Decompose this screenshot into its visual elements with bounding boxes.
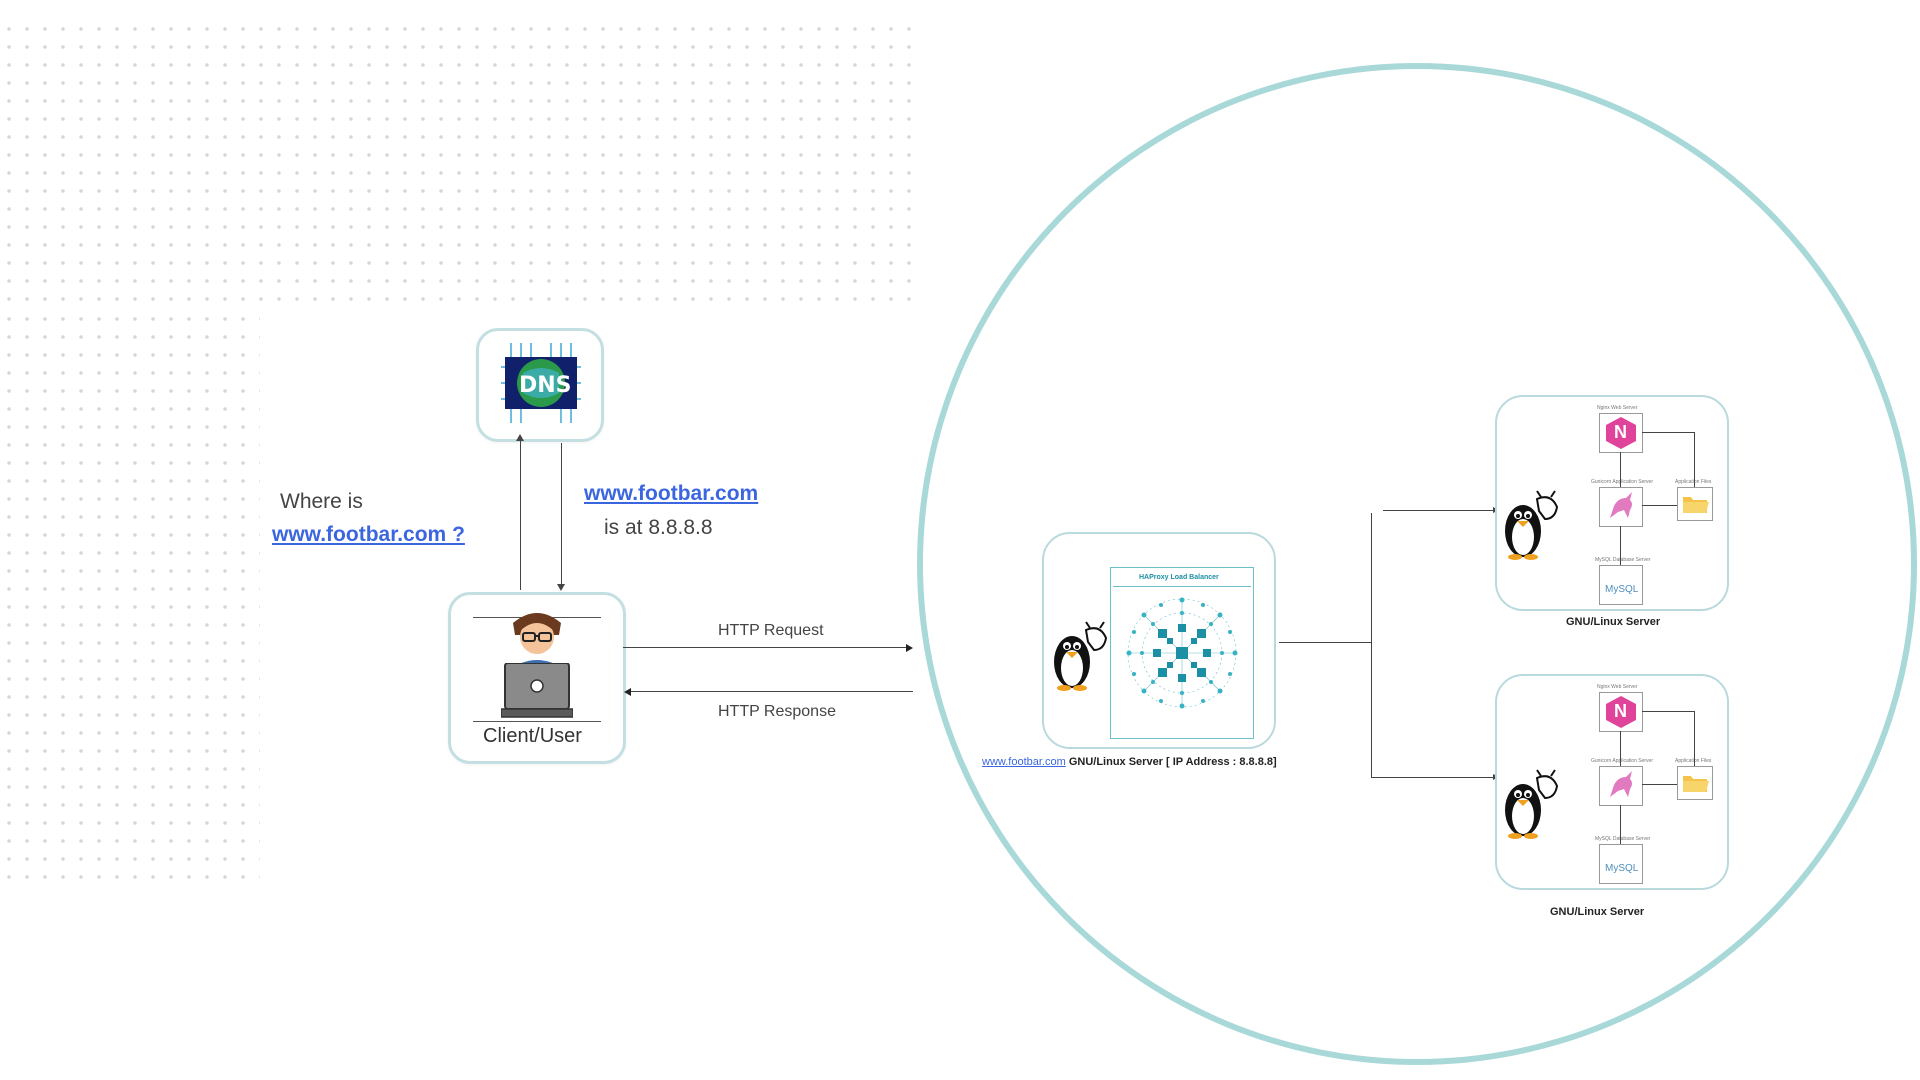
app-files-box: [1677, 487, 1713, 521]
app-files-box: [1677, 766, 1713, 800]
web-server-label: Nginx Web Server: [1597, 684, 1638, 690]
mysql-box: MySQL: [1599, 844, 1643, 884]
load-balancer-caption: www.footbar.com GNU/Linux Server [ IP Ad…: [982, 756, 1277, 768]
network-graph-icon: [1126, 597, 1238, 709]
nginx-box: N: [1599, 413, 1643, 453]
files-web-link-h: [1642, 432, 1694, 433]
dns-server-card: DNS: [476, 328, 604, 442]
dns-query-arrow: [520, 437, 521, 590]
unicorn-icon: [1610, 771, 1632, 797]
tux-gnu-icon: [1505, 769, 1559, 839]
app-server-label: Gunicorn Application Server: [1591, 758, 1653, 764]
unicorn-icon: [1610, 492, 1632, 518]
answer-text: is at 8.8.8.8: [604, 516, 713, 539]
app-files-label: Application Files: [1675, 758, 1712, 764]
infrastructure-circle: [917, 63, 1917, 1065]
http-request-label: HTTP Request: [718, 622, 824, 639]
folder-icon: [1683, 497, 1709, 513]
server-label-1: GNU/Linux Server: [1566, 616, 1661, 628]
server1-branch: [1383, 510, 1495, 511]
dns-answer-arrow: [561, 443, 562, 588]
server-label-2: GNU/Linux Server: [1550, 906, 1645, 918]
files-web-link-h: [1642, 711, 1694, 712]
app-db-link: [1620, 805, 1621, 844]
files-app-link: [1642, 784, 1677, 785]
web-app-link: [1620, 731, 1621, 766]
nginx-letter: N: [1614, 701, 1627, 721]
http-request-arrow: [623, 647, 908, 648]
dns-query-arrowhead: [516, 434, 524, 441]
load-balancer-card: HAProxy Load Balancer: [1042, 532, 1276, 749]
desk-line: [473, 721, 601, 722]
lb-out-line: [1279, 642, 1371, 643]
query-text: Where is: [280, 490, 363, 513]
db-server-label: MySQL Database Server: [1595, 557, 1651, 563]
app-db-link: [1620, 526, 1621, 565]
laptop-icon: [501, 663, 573, 718]
app-server-label: Gunicorn Application Server: [1591, 479, 1653, 485]
mysql-logo: MySQL: [1605, 584, 1639, 595]
dns-answer-arrowhead: [557, 584, 565, 591]
http-response-label: HTTP Response: [718, 703, 836, 720]
folder-icon: [1683, 776, 1709, 792]
files-web-link-v: [1694, 711, 1695, 766]
haproxy-panel: HAProxy Load Balancer: [1110, 567, 1254, 739]
server-card-2: Nginx Web Server N Gunicorn Application …: [1495, 674, 1729, 890]
tux-gnu-icon: [1505, 490, 1559, 560]
http-response-arrow: [630, 691, 913, 692]
nginx-letter: N: [1614, 422, 1627, 442]
dns-icon: [501, 343, 581, 423]
client-label: Client/User: [483, 725, 582, 747]
web-app-link: [1620, 452, 1621, 487]
files-web-link-v: [1694, 432, 1695, 487]
nginx-hexagon-icon: [1606, 417, 1636, 449]
web-server-label: Nginx Web Server: [1597, 405, 1638, 411]
server2-branch: [1371, 777, 1495, 778]
split-vertical-line: [1371, 513, 1372, 778]
load-balancer-caption-text: GNU/Linux Server [ IP Address : 8.8.8.8]: [1068, 756, 1277, 768]
gunicorn-box: [1599, 487, 1643, 527]
http-response-arrowhead: [624, 688, 631, 696]
haproxy-title: HAProxy Load Balancer: [1139, 574, 1219, 581]
app-files-label: Application Files: [1675, 479, 1712, 485]
dns-label: DNS: [519, 373, 572, 398]
tux-gnu-icon: [1054, 621, 1108, 691]
mysql-box: MySQL: [1599, 565, 1643, 605]
answer-link[interactable]: www.footbar.com: [584, 482, 759, 505]
load-balancer-link[interactable]: www.footbar.com: [982, 756, 1066, 768]
gunicorn-box: [1599, 766, 1643, 806]
server-card-1: Nginx Web Server N Gunicorn Application …: [1495, 395, 1729, 611]
dot-pattern-top: [0, 20, 920, 310]
client-card: Client/User: [448, 592, 626, 764]
http-request-arrowhead: [906, 644, 913, 652]
nginx-hexagon-icon: [1606, 696, 1636, 728]
haproxy-title-line: [1113, 586, 1251, 587]
dot-pattern-left: [0, 310, 260, 890]
db-server-label: MySQL Database Server: [1595, 836, 1651, 842]
nginx-box: N: [1599, 692, 1643, 732]
query-link[interactable]: www.footbar.com ?: [272, 523, 465, 546]
files-app-link: [1642, 505, 1677, 506]
mysql-logo: MySQL: [1605, 863, 1639, 874]
